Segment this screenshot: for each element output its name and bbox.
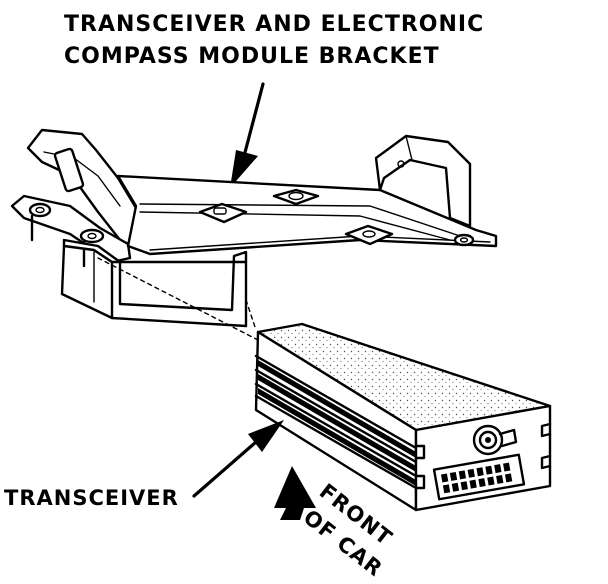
connector-pins [440,462,513,494]
bracket-label-line2: COMPASS MODULE BRACKET [64,44,440,69]
module-bracket [10,128,498,328]
transceiver-label: TRANSCEIVER [4,486,179,510]
transceiver-unit [254,322,552,512]
transceiver-leader-arrow [192,420,284,498]
bracket-label-line1: TRANSCEIVER AND ELECTRONIC [64,12,484,37]
transceiver-label-text: TRANSCEIVER [4,486,179,510]
platform-pad-3 [344,224,394,246]
bolt-left-1 [28,202,52,218]
bolt-left-2 [79,228,105,244]
front-of-car-label: FRONT OF CAR [299,479,397,581]
bolt-right [453,233,475,247]
bracket-right-tab [374,134,472,228]
bracket-label: TRANSCEIVER AND ELECTRONIC COMPASS MODUL… [64,12,484,69]
tab-hole [397,160,405,168]
platform-pad-2 [272,188,320,206]
platform-pad-1 [198,202,248,224]
flange-slot [53,147,85,193]
front-of-car-arrow [274,466,316,520]
alignment-lines [97,257,259,341]
bracket-leader-arrow [230,82,265,188]
